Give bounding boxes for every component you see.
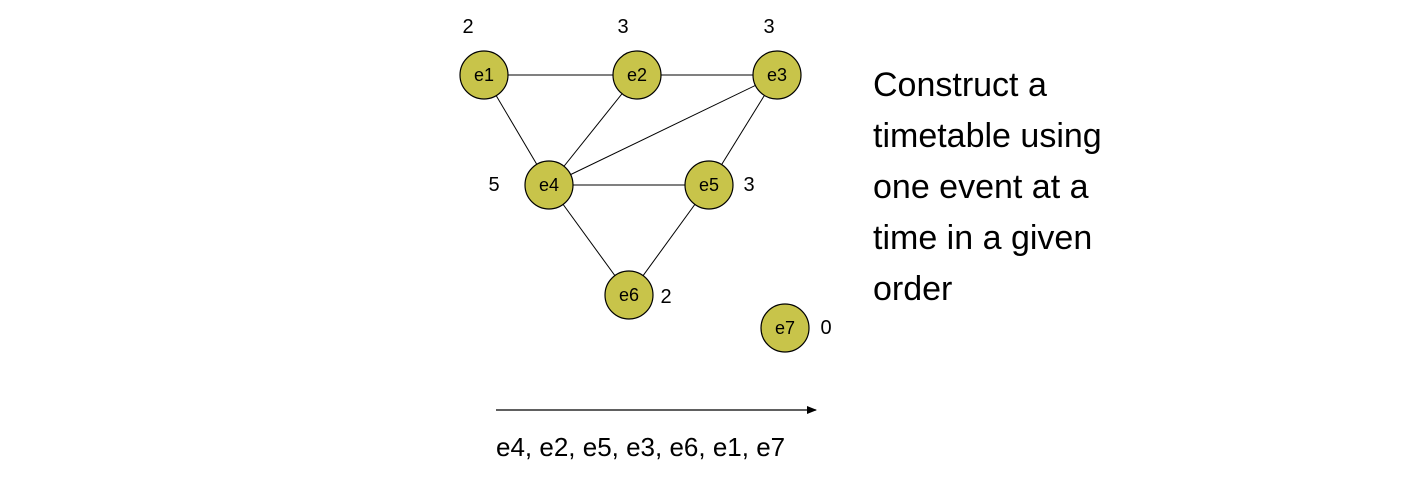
node-label: e2 [627, 65, 647, 85]
degree-label: 3 [743, 174, 754, 196]
instruction-line: time in a given [873, 219, 1093, 257]
instruction-text: Construct a timetable using one event at… [873, 60, 1203, 315]
node-circle [604, 270, 654, 320]
node-e2: e2 3 [612, 16, 662, 100]
node-label: e7 [775, 318, 795, 338]
degree-label: 2 [660, 286, 671, 308]
degree-label: 5 [488, 174, 499, 196]
instruction-line: Construct a [873, 66, 1047, 104]
node-label: e6 [619, 285, 639, 305]
node-e1: e1 2 [459, 16, 509, 100]
degree-label: 3 [617, 16, 628, 38]
degree-label: 0 [820, 317, 831, 339]
degree-label: 3 [763, 16, 774, 38]
node-label: e4 [539, 175, 559, 195]
instruction-line: one event at a [873, 168, 1089, 206]
degree-label: 2 [462, 16, 473, 38]
event-order: e4, e2, e5, e3, e6, e1, e7 [496, 432, 786, 462]
node-circle [760, 303, 810, 353]
nodes-layer: e1 2 e2 3 e3 3 e4 5 e5 3 e6 2 e7 0 [459, 16, 832, 353]
instruction-line: timetable using [873, 117, 1102, 155]
node-e5: e5 3 [684, 160, 755, 210]
node-e4: e4 5 [488, 160, 574, 210]
node-label: e3 [767, 65, 787, 85]
node-circle [524, 160, 574, 210]
edge-e3-e4 [548, 74, 778, 186]
node-label: e1 [474, 65, 494, 85]
instruction-line: order [873, 270, 953, 308]
node-e6: e6 2 [604, 270, 672, 320]
node-e3: e3 3 [752, 16, 802, 100]
node-circle [459, 50, 509, 100]
node-circle [684, 160, 734, 210]
node-circle [612, 50, 662, 100]
node-label: e5 [699, 175, 719, 195]
node-circle [752, 50, 802, 100]
node-e7: e7 0 [760, 303, 832, 353]
